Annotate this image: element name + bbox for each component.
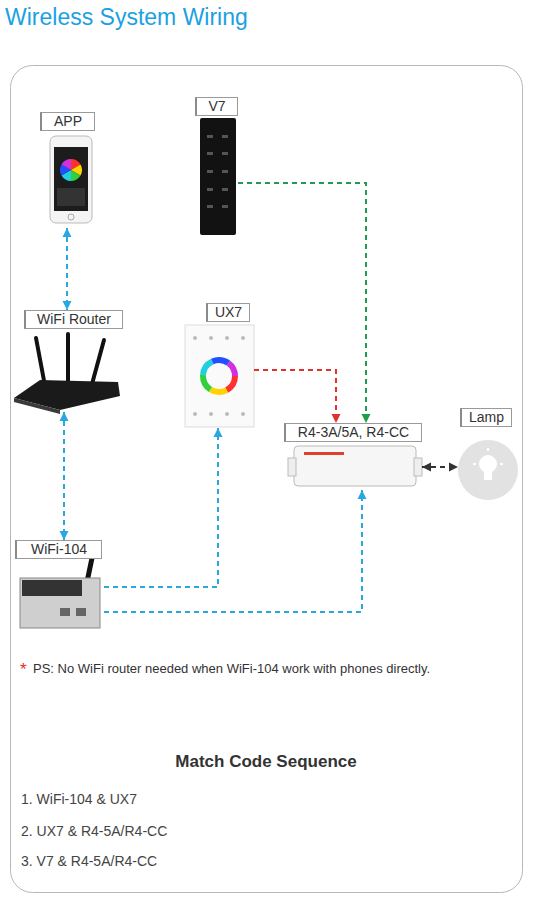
text-label: 1. WiFi-104 & UX7 xyxy=(21,791,523,807)
device-node: WiFi Router xyxy=(10,310,124,412)
device-node: WiFi-104 xyxy=(14,540,104,632)
arrow-head xyxy=(63,228,72,237)
arrow-head xyxy=(214,428,223,437)
device-label: APP xyxy=(40,112,95,131)
dashed-connector xyxy=(254,370,341,423)
arrow-head xyxy=(449,463,458,472)
device-node: R4-3A/5A, R4-CC xyxy=(284,423,422,490)
connector-line xyxy=(254,370,336,423)
text-label: PS: No WiFi router needed when WiFi-104 … xyxy=(33,661,523,676)
arrow-head xyxy=(63,301,72,310)
arrow-head xyxy=(362,414,371,423)
device-node: Lamp xyxy=(458,408,514,500)
device-label: V7 xyxy=(195,97,238,116)
device-node: APP xyxy=(40,112,95,228)
arrow-head xyxy=(358,490,367,499)
page-title: Wireless System Wiring xyxy=(5,4,248,31)
wifi-box-illustration xyxy=(20,558,100,628)
connector-line xyxy=(238,183,366,423)
phone-illustration xyxy=(50,136,92,223)
device-label: Lamp xyxy=(460,408,512,427)
arrow-head xyxy=(60,531,69,540)
dashed-connector xyxy=(60,412,69,540)
dashed-connector xyxy=(63,228,72,310)
device-node: UX7 xyxy=(185,303,254,428)
dashed-connector xyxy=(238,183,371,423)
router-illustration xyxy=(14,334,120,414)
frame xyxy=(11,66,523,893)
text-label: 3. V7 & R4-5A/R4-CC xyxy=(21,853,523,869)
connector-line xyxy=(66,228,68,310)
connector-line xyxy=(104,490,362,612)
connector-line xyxy=(422,466,458,468)
device-label: WiFi-104 xyxy=(15,540,102,559)
device-label: R4-3A/5A, R4-CC xyxy=(284,423,422,442)
device-node: V7 xyxy=(195,97,238,235)
dashed-connector xyxy=(104,428,223,587)
controller-illustration xyxy=(288,446,422,486)
remote-illustration xyxy=(200,118,236,235)
connector-line xyxy=(104,428,218,587)
arrow-head xyxy=(332,414,341,423)
touch-panel-illustration xyxy=(185,325,254,427)
lamp-illustration xyxy=(458,440,518,500)
dashed-connector xyxy=(104,490,367,612)
arrow-head xyxy=(422,463,431,472)
dashed-connector xyxy=(422,463,458,472)
text-label: Match Code Sequence xyxy=(10,752,522,772)
device-label: WiFi Router xyxy=(24,310,123,329)
connector-line xyxy=(63,412,65,540)
device-label: UX7 xyxy=(206,303,250,322)
arrow-head xyxy=(60,412,69,421)
text-label: 2. UX7 & R4-5A/R4-CC xyxy=(21,823,523,839)
